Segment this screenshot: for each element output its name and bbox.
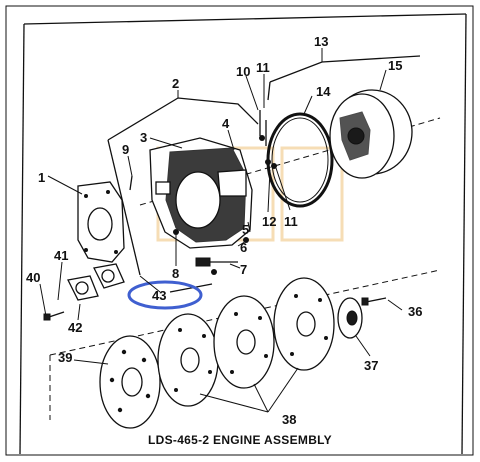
- callout-4: 4: [222, 116, 230, 131]
- hub-37: [337, 297, 363, 339]
- gasket: [77, 181, 125, 263]
- drive-plate-38b: [213, 295, 275, 389]
- flywheel: [329, 89, 413, 179]
- callout-14: 14: [316, 84, 331, 99]
- drive-plate-38c: [273, 277, 335, 371]
- callout-15: 15: [388, 58, 402, 73]
- callout-1: 1: [38, 170, 45, 185]
- callout-9: 9: [122, 142, 129, 157]
- leader-lines: [39, 48, 403, 413]
- drive-plate-38a: [157, 313, 219, 407]
- diagram-caption: LDS-465-2 ENGINE ASSEMBLY: [148, 433, 332, 447]
- callout-8: 8: [172, 266, 179, 281]
- callout-2: 2: [172, 76, 179, 91]
- frame-left-edge: [19, 23, 25, 455]
- callout-36: 36: [408, 304, 422, 319]
- callout-7: 7: [240, 262, 247, 277]
- highlight-circle-43: [127, 280, 203, 310]
- leader-43: [169, 283, 213, 293]
- frame-top-edge: [23, 13, 467, 25]
- callout-5: 5: [242, 222, 249, 237]
- axis-lower: [49, 269, 441, 356]
- callout-13: 13: [314, 34, 328, 49]
- callout-10: 10: [236, 64, 250, 79]
- cover-plate: [93, 263, 125, 289]
- callout-39: 39: [58, 350, 72, 365]
- callout-42: 42: [68, 320, 82, 335]
- seal-ring: [266, 112, 334, 208]
- callout-41: 41: [54, 248, 68, 263]
- bracket-13-drop: [267, 81, 271, 101]
- callout-37: 37: [364, 358, 378, 373]
- bolts-upper: [259, 110, 277, 169]
- bolt-36: [361, 297, 387, 306]
- outer-border: [5, 5, 474, 456]
- frame-right-edge: [461, 13, 467, 455]
- callout-38: 38: [282, 412, 296, 427]
- bracket-2-left: [107, 139, 141, 276]
- callout-43: 43: [152, 288, 166, 303]
- callout-12: 12: [262, 214, 276, 229]
- callout-40: 40: [26, 270, 40, 285]
- fasteners: [129, 175, 249, 275]
- callout-6: 6: [240, 240, 247, 255]
- bolt-40-head: [43, 313, 51, 321]
- cover-gasket: [67, 275, 99, 301]
- callout-3: 3: [140, 130, 147, 145]
- bracket-2: [107, 97, 259, 141]
- flywheel-housing: [149, 137, 253, 249]
- callout-11-bottom: 11: [284, 214, 298, 229]
- callout-11-top: 11: [256, 60, 270, 75]
- drive-plate-39: [99, 335, 161, 429]
